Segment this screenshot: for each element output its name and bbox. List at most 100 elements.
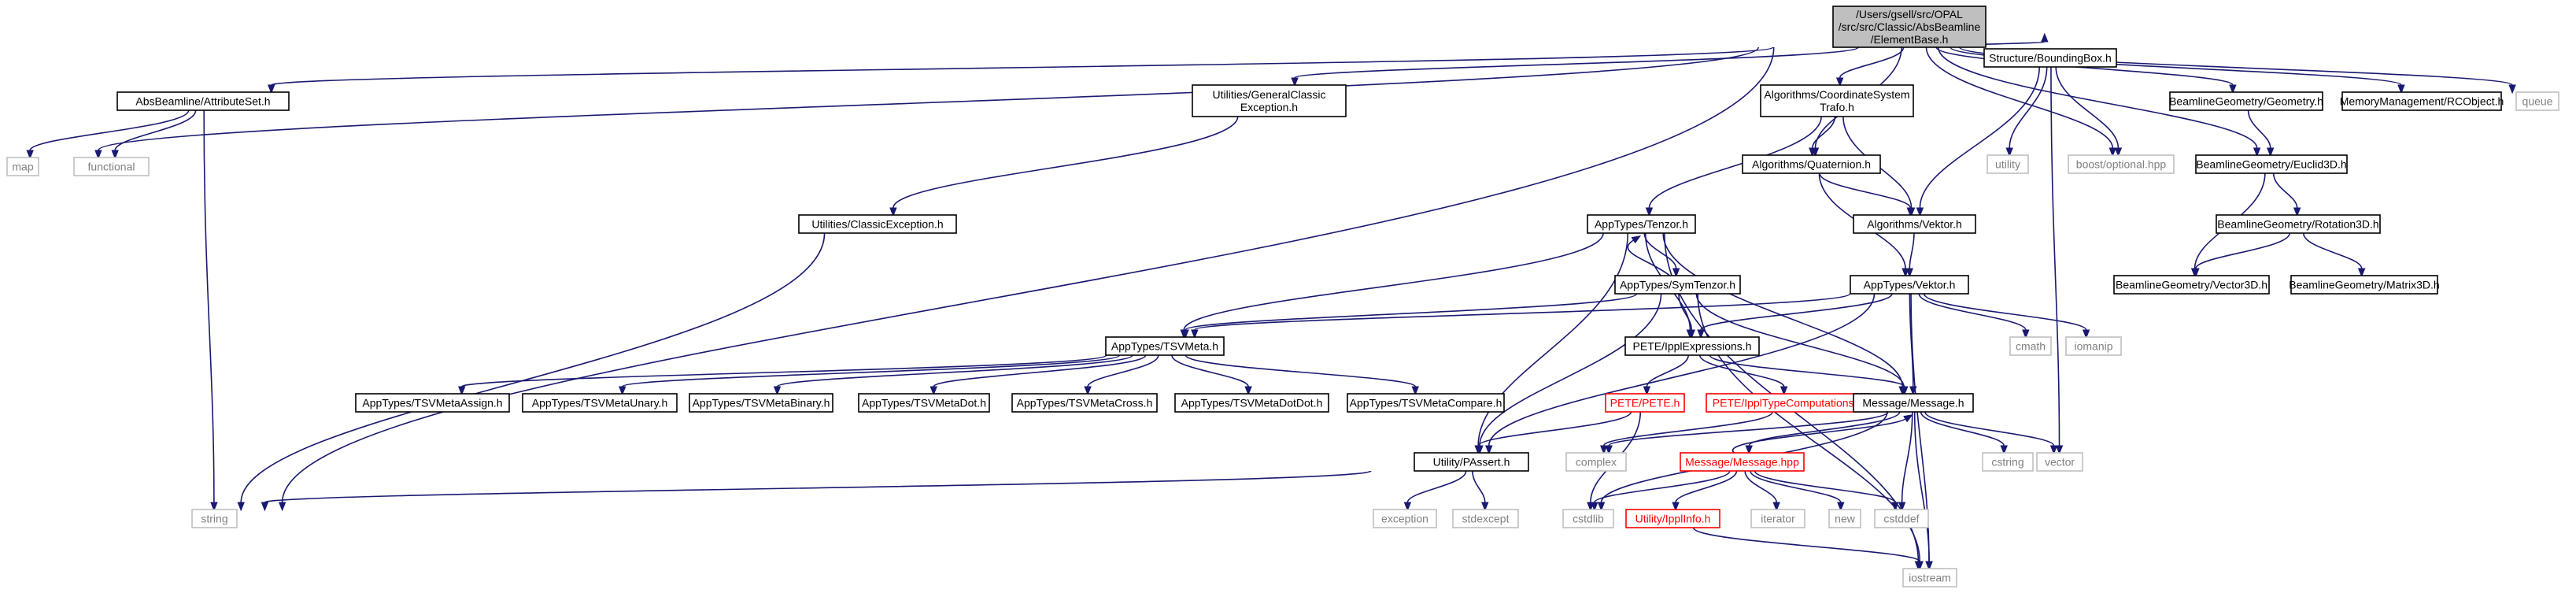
node-label: exception	[1381, 513, 1428, 525]
include-edge-tsvmeta-to-tsvdotdot	[1171, 354, 1252, 396]
node-label-line: Utilities/ClassicException.h	[811, 218, 943, 231]
node-label: vector	[2045, 456, 2075, 469]
node-layer: /Users/gsell/src/OPAL/src/src/Classic/Ab…	[6, 6, 2559, 587]
node-label: AppTypes/TSVMetaCross.h	[1017, 397, 1153, 410]
include-edge-root-to-map	[94, 46, 1760, 160]
node-label: cstring	[1991, 456, 2023, 469]
node-appvektor[interactable]: AppTypes/Vektor.h	[1850, 275, 1969, 295]
node-label: AppTypes/TSVMetaDot.h	[862, 397, 986, 410]
node-label: new	[1835, 513, 1856, 525]
node-passert[interactable]: Utility/PAssert.h	[1414, 452, 1529, 472]
node-box	[1605, 393, 1685, 413]
node-ippltypecomp[interactable]: PETE/IpplTypeComputations.h	[1706, 393, 1870, 413]
node-tsvcross[interactable]: AppTypes/TSVMetaCross.h	[1011, 393, 1158, 413]
node-label-line: iostream	[1909, 572, 1951, 584]
node-label-line: PETE/IpplTypeComputations.h	[1713, 397, 1863, 410]
node-attrset[interactable]: AbsBeamline/AttributeSet.h	[116, 91, 290, 111]
node-label-line: complex	[1576, 456, 1617, 469]
node-label-line: MemoryManagement/RCObject.h	[2340, 95, 2504, 108]
include-edge-attrset-to-string	[203, 109, 218, 512]
node-rcobject[interactable]: MemoryManagement/RCObject.h	[2340, 91, 2504, 111]
node-message[interactable]: Message/Message.h	[1853, 393, 1974, 413]
node-ipplexpr[interactable]: PETE/IpplExpressions.h	[1624, 336, 1760, 356]
node-tsvbinary[interactable]: AppTypes/TSVMetaBinary.h	[689, 393, 833, 413]
include-edge-ippltypecomp-to-complex	[1600, 411, 1773, 455]
node-vector3d[interactable]: BeamlineGeometry/Vector3D.h	[2113, 275, 2270, 295]
include-edge-rotation3d-to-vector3d	[2192, 232, 2290, 278]
node-label-line: iomanip	[2074, 340, 2112, 353]
node-exception: exception	[1373, 509, 1437, 528]
node-label-line: Utility/IpplInfo.h	[1635, 513, 1711, 525]
node-pete[interactable]: PETE/PETE.h	[1605, 393, 1685, 413]
node-quaternion[interactable]: Algorithms/Quaternion.h	[1742, 154, 1881, 174]
include-edge-rotation3d-to-matrix3d	[2302, 232, 2366, 278]
include-edge-root-to-genexc	[1291, 46, 1859, 87]
node-rotation3d[interactable]: BeamlineGeometry/Rotation3D.h	[2216, 214, 2381, 234]
node-label: AppTypes/TSVMetaDotDot.h	[1181, 397, 1323, 410]
node-box	[1853, 393, 1974, 413]
node-tsvdot[interactable]: AppTypes/TSVMetaDot.h	[858, 393, 990, 413]
node-boundingbox[interactable]: Structure/BoundingBox.h	[1983, 48, 2117, 68]
node-symtenzor[interactable]: AppTypes/SymTenzor.h	[1614, 275, 1741, 295]
node-label-line: map	[12, 161, 33, 173]
node-box	[1105, 336, 1225, 356]
node-tsvmeta[interactable]: AppTypes/TSVMeta.h	[1105, 336, 1225, 356]
node-messagehpp[interactable]: Message/Message.hpp	[1680, 452, 1805, 472]
node-tsvassign[interactable]: AppTypes/TSVMetaAssign.h	[355, 393, 510, 413]
node-label-line: cstdlib	[1573, 513, 1604, 525]
node-tsvcompare[interactable]: AppTypes/TSVMetaCompare.h	[1347, 393, 1505, 413]
node-box	[2009, 336, 2052, 356]
include-edge-appvektor-to-iomanip	[1923, 293, 2090, 339]
include-edge-ipplexpr-to-message	[1709, 354, 1909, 396]
node-box	[1853, 214, 1976, 234]
node-box	[1347, 393, 1505, 413]
node-tenzor[interactable]: AppTypes/Tenzor.h	[1587, 214, 1696, 234]
include-edge-symtenzor-to-passert	[1476, 293, 1662, 455]
node-label-line: functional	[88, 161, 135, 173]
include-edge-tsvmeta-to-tsvbinary	[773, 354, 1133, 396]
node-box	[2169, 91, 2323, 111]
node-tsvunary[interactable]: AppTypes/TSVMetaUnary.h	[522, 393, 678, 413]
node-euclid3d[interactable]: BeamlineGeometry/Euclid3D.h	[2195, 154, 2348, 174]
node-geometry[interactable]: BeamlineGeometry/Geometry.h	[2169, 91, 2323, 111]
node-label-line: AppTypes/Tenzor.h	[1595, 218, 1688, 231]
node-label-line: PETE/IpplExpressions.h	[1633, 340, 1752, 353]
node-matrix3d[interactable]: BeamlineGeometry/Matrix3D.h	[2289, 275, 2440, 295]
node-label: PETE/IpplExpressions.h	[1633, 340, 1752, 353]
include-edge-symtenzor-to-tsvmeta	[1181, 293, 1638, 339]
node-box	[6, 157, 39, 176]
node-label-line: Algorithms/Quaternion.h	[1752, 158, 1871, 171]
node-box	[1452, 509, 1519, 528]
node-label: Message/Message.h	[1862, 397, 1964, 410]
include-edge-message-to-complex	[1605, 411, 1889, 455]
node-label-line: cmath	[2016, 340, 2046, 353]
node-ipplinfo[interactable]: Utility/IpplInfo.h	[1625, 509, 1720, 528]
node-clsexc[interactable]: Utilities/ClassicException.h	[798, 214, 957, 234]
node-box	[2065, 336, 2122, 356]
node-label-line: BeamlineGeometry/Rotation3D.h	[2217, 218, 2378, 231]
node-label-line: PETE/PETE.h	[1610, 397, 1680, 410]
include-edge-pete-to-passert	[1474, 411, 1632, 455]
node-label-line: /ElementBase.h	[1871, 33, 1949, 46]
node-vector: vector	[2036, 452, 2083, 472]
node-label: boost/optional.hpp	[2076, 158, 2167, 171]
node-label: PETE/PETE.h	[1610, 397, 1680, 410]
node-algvektor[interactable]: Algorithms/Vektor.h	[1853, 214, 1976, 234]
node-box	[1565, 452, 1627, 472]
node-label-line: Utilities/GeneralClassic	[1213, 88, 1326, 101]
node-label-line: Message/Message.h	[1862, 397, 1964, 410]
include-edge-ipplexpr-to-pete	[1643, 354, 1689, 396]
node-tsvdotdot[interactable]: AppTypes/TSVMetaDotDot.h	[1174, 393, 1329, 413]
node-string: string	[191, 509, 238, 528]
node-label: functional	[88, 161, 135, 173]
include-edge-messagehpp-to-new	[1750, 470, 1845, 512]
node-stdexcept: stdexcept	[1452, 509, 1519, 528]
node-label: Algorithms/Quaternion.h	[1752, 158, 1871, 171]
node-box	[1562, 509, 1614, 528]
include-edge-tsvmeta-to-tsvdot	[930, 354, 1147, 396]
node-box	[1614, 275, 1741, 295]
node-label: map	[12, 161, 33, 173]
